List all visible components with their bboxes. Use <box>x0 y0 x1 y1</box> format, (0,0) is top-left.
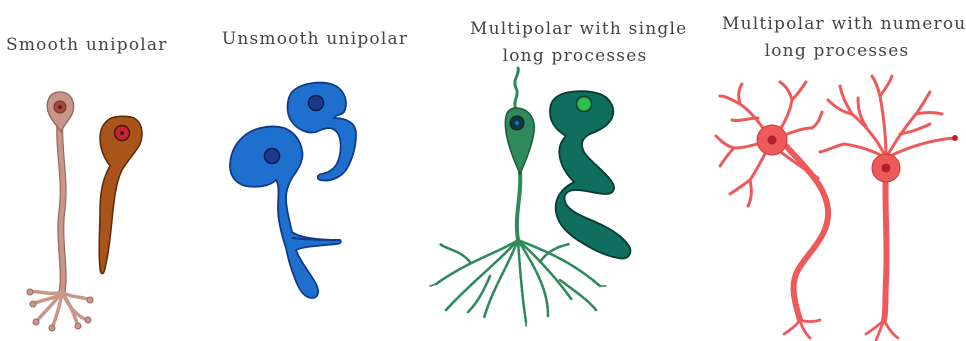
multipolar-numerous-right-neuron <box>820 76 958 340</box>
multipolar-numerous-left-neuron <box>716 82 828 338</box>
smooth-unipolar-pink-neuron <box>27 92 93 331</box>
multipolar-single-teal-neuron <box>550 91 630 258</box>
smooth-unipolar-brown-neuron <box>99 116 142 273</box>
unsmooth-unipolar-lower-neuron <box>230 127 341 299</box>
